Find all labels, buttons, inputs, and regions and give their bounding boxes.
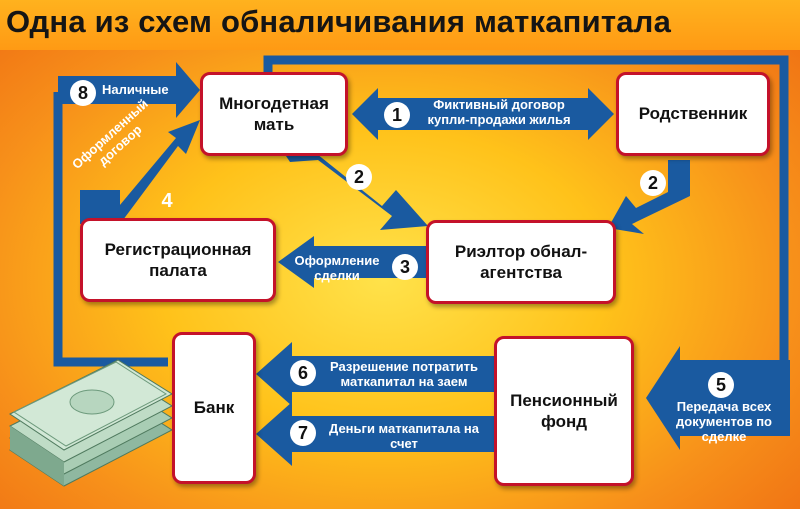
step-3-number: 3 (392, 254, 418, 280)
title-bar: Одна из схем обналичивания маткапитала (0, 0, 800, 50)
arrow-step-2-left (282, 150, 428, 230)
step-1-number: 1 (384, 102, 410, 128)
box-mother: Многодетная мать (200, 72, 348, 156)
step-8-label: Наличные (102, 82, 169, 97)
diagram-title: Одна из схем обналичивания маткапитала (6, 4, 672, 39)
arrow-step-3 (278, 236, 428, 288)
step-3-label: Оформление сделки (294, 253, 380, 283)
box-pension: Пенсионный фонд (494, 336, 634, 486)
arrow-step-7 (256, 402, 496, 466)
step-7-number: 7 (290, 420, 316, 446)
arrow-step-1 (352, 88, 614, 140)
step-6-label: Разрешение потратить маткапитал на заем (330, 359, 478, 389)
step-5-label: Передача всех документов по сделке (676, 399, 772, 444)
box-bank: Банк (172, 332, 256, 484)
step-8-number: 8 (70, 80, 96, 106)
step-7-label: Деньги маткапитала на счет (329, 421, 479, 451)
box-registration: Регистрационная палата (80, 218, 276, 302)
money-stack-icon (9, 359, 174, 487)
step-5-number: 5 (708, 372, 734, 398)
step-4-number: 4 (161, 189, 173, 212)
box-realtor: Риэлтор обнал-агентства (426, 220, 616, 304)
arrow-step-5 (646, 346, 790, 450)
arrow-step-6 (256, 342, 496, 406)
arrow-step-8 (58, 62, 200, 118)
arrow-step-4 (84, 120, 200, 224)
step-2-number-left: 2 (346, 164, 372, 190)
cash-connector-line (53, 92, 168, 367)
box-relative: Родственник (616, 72, 770, 156)
arrow-step-2-right (608, 160, 690, 234)
step-6-number: 6 (290, 360, 316, 386)
step-2-number-right: 2 (640, 170, 666, 196)
step-1-label: Фиктивный договор купли-продажи жилья (427, 97, 571, 127)
